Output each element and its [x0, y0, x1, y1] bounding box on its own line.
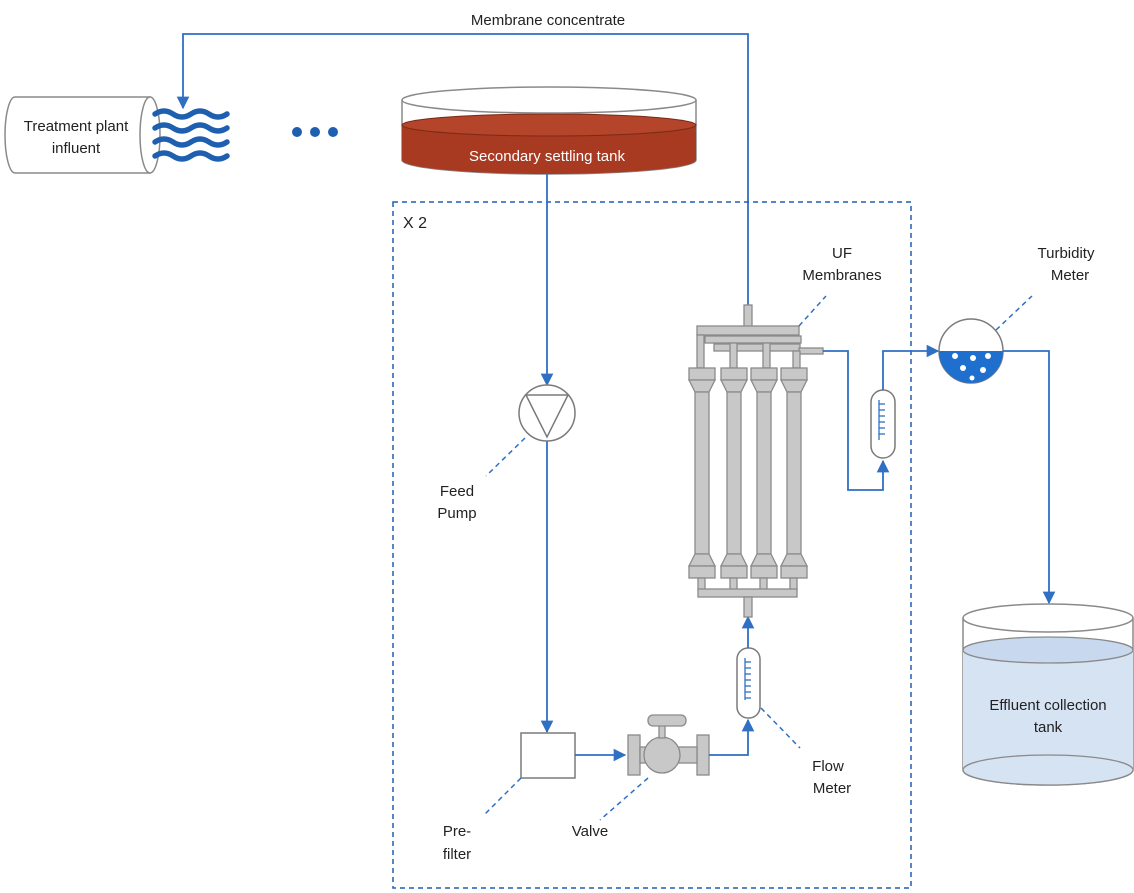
settling-tank-label: Secondary settling tank [469, 148, 625, 165]
uf-membranes-label-line1: UF [832, 245, 852, 262]
ellipsis-icon [292, 127, 338, 137]
prefilter-leader [483, 777, 522, 816]
uf-membranes-label-line2: Membranes [802, 267, 881, 284]
membrane-concentrate-label: Membrane concentrate [471, 12, 625, 29]
uf-membranes-module [687, 304, 824, 618]
permeate-flow-meter-icon [870, 389, 896, 459]
effluent-tank-label-line1: Effluent collection [989, 697, 1106, 714]
permeate-line [823, 350, 890, 491]
prefilter-label-line2: filter [443, 846, 471, 863]
feed-pump-label-line2: Pump [437, 505, 476, 522]
valve-leader [599, 777, 649, 821]
duplicate-unit-boundary [392, 201, 912, 889]
turbidity-meter-leader [995, 295, 1033, 331]
flow-meter-label-line1: Flow [812, 758, 844, 775]
multiplier-label: X 2 [403, 215, 427, 232]
water-waves-icon [152, 108, 230, 162]
valve-label: Valve [572, 823, 608, 840]
line-to-turbidity-meter [882, 344, 940, 390]
turbidity-meter-icon [938, 318, 1004, 384]
uf-membranes-leader [798, 295, 827, 327]
effluent-collection-tank [962, 603, 1134, 786]
flow-meter-label-line2: Meter [813, 780, 851, 797]
line-to-flow-meter [709, 718, 755, 756]
influent-pipe [4, 96, 161, 174]
turbidity-meter-label-line2: Meter [1051, 267, 1089, 284]
influent-label-line1: Treatment plant [24, 118, 129, 135]
membrane-concentrate-line [176, 33, 749, 305]
valve-icon [627, 714, 710, 776]
flow-meter-leader [760, 707, 801, 749]
secondary-settling-tank [401, 86, 697, 175]
influent-label-line2: influent [52, 140, 101, 157]
effluent-tank-label-line2: tank [1034, 719, 1063, 736]
feed-pump-icon [518, 384, 576, 442]
flow-meter-icon [736, 647, 761, 719]
prefilter-box [520, 732, 576, 779]
turbidity-meter-label-line1: Turbidity [1038, 245, 1095, 262]
feed-pump-leader [485, 437, 526, 477]
feed-pump-label-line1: Feed [440, 483, 474, 500]
prefilter-label-line1: Pre- [443, 823, 471, 840]
line-to-effluent-tank [1003, 350, 1056, 605]
